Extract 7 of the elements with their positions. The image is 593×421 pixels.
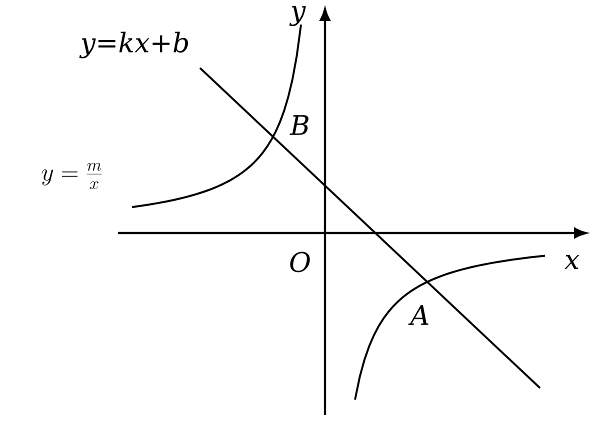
axis-label: x: [564, 255, 580, 269]
equation-label: $y=\frac{m}{x}$: [42, 162, 102, 190]
point-label: O: [290, 252, 310, 272]
equation-label: y=kx+b: [79, 32, 188, 58]
point-label: A: [408, 305, 428, 325]
point-label: B: [290, 115, 308, 135]
axis-label: y: [289, 6, 306, 26]
